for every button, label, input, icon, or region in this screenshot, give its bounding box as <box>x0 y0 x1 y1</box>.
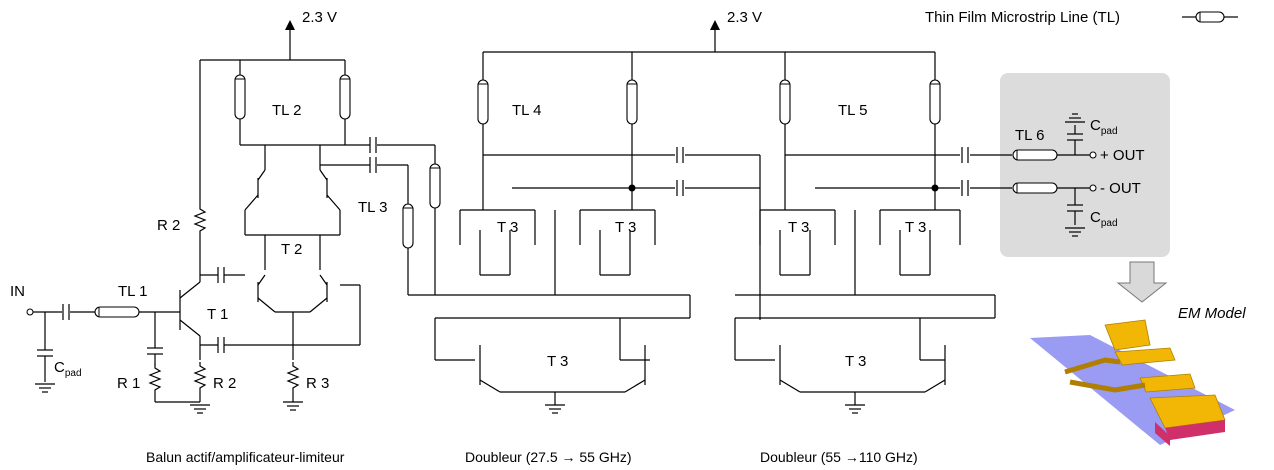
label-tl1: TL 1 <box>118 283 147 300</box>
label-tl6: TL 6 <box>1015 127 1044 144</box>
label-r3: R 3 <box>306 375 329 392</box>
legend-tl-symbol <box>1182 11 1238 23</box>
label-t1: T 1 <box>207 306 228 323</box>
supply-voltage-right: 2.3 V <box>727 9 762 26</box>
label-tl2: TL 2 <box>272 102 301 119</box>
caption-doubler-2: Doubleur (55 →110 GHz) <box>760 449 918 465</box>
supply-left <box>200 20 345 61</box>
caption-doubler-1: Doubleur (27.5 → 55 GHz) <box>465 449 632 465</box>
label-input-pad: Cpad <box>54 359 82 379</box>
label-tl4: TL 4 <box>512 102 541 119</box>
label-r2-top: R 2 <box>157 217 180 234</box>
doubler-2-wiring <box>734 52 1012 414</box>
label-minus-out: - OUT <box>1100 180 1141 197</box>
label-output-pad-top: Cpad <box>1090 117 1118 137</box>
label-plus-out: + OUT <box>1100 147 1145 164</box>
label-t3-c: T 3 <box>547 353 568 370</box>
output-panel <box>1000 73 1170 257</box>
label-t3-a: T 3 <box>497 219 518 236</box>
label-r1: R 1 <box>117 375 140 392</box>
label-tl3: TL 3 <box>358 199 387 216</box>
label-t3-f: T 3 <box>845 353 866 370</box>
legend-text: Thin Film Microstrip Line (TL) <box>925 9 1120 26</box>
down-arrow <box>1116 261 1168 303</box>
label-em-model: EM Model <box>1178 305 1246 322</box>
output-network <box>1012 113 1097 237</box>
em-model-image <box>1030 319 1235 446</box>
label-r2-bottom: R 2 <box>213 375 236 392</box>
supply-voltage-left: 2.3 V <box>302 9 337 26</box>
doubler-1-wiring <box>408 52 760 414</box>
balun-wiring <box>26 60 441 414</box>
supply-right <box>483 20 935 53</box>
label-input: IN <box>10 283 25 300</box>
label-t2: T 2 <box>281 241 302 258</box>
label-t3-e: T 3 <box>905 219 926 236</box>
label-t3-b: T 3 <box>615 219 636 236</box>
label-output-pad-bottom: Cpad <box>1090 209 1118 229</box>
caption-balun: Balun actif/amplificateur-limiteur <box>146 449 345 465</box>
label-t3-d: T 3 <box>788 219 809 236</box>
label-tl5: TL 5 <box>838 102 867 119</box>
